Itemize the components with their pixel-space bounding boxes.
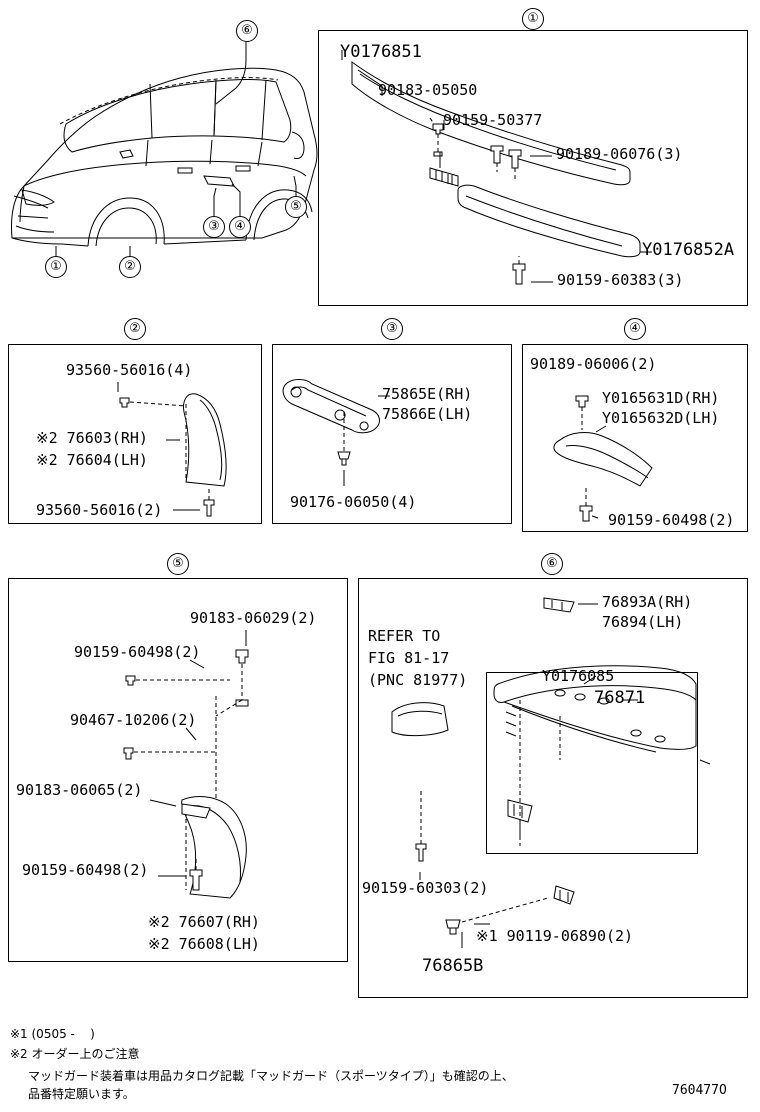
part-number-76607-RH[interactable]: ※2 76607(RH) — [148, 913, 260, 931]
callout-1-vehicle[interactable]: ① — [45, 256, 67, 278]
panel-3-box — [272, 344, 512, 524]
callout-6-vehicle[interactable]: ⑥ — [236, 20, 258, 42]
part-number-Y0176851[interactable]: Y0176851 — [340, 42, 422, 62]
part-number-90159-60303[interactable]: 90159-60303(2) — [362, 879, 489, 897]
refer-to-line-1: REFER TO — [368, 627, 441, 645]
part-number-90119-06890[interactable]: ※1 90119-06890(2) — [476, 927, 634, 945]
panel-6-inner-box — [486, 672, 698, 854]
vehicle-leader-lines — [55, 42, 297, 258]
callout-panel-5[interactable]: ⑤ — [167, 553, 189, 575]
part-number-90159-60498-top[interactable]: 90159-60498(2) — [74, 643, 201, 661]
part-number-90159-50377[interactable]: 90159-50377 — [443, 111, 543, 129]
part-number-75865E-RH[interactable]: 75865E(RH) — [382, 385, 473, 403]
part-number-Y0165632D-LH[interactable]: Y0165632D(LH) — [602, 409, 720, 427]
callout-3-vehicle[interactable]: ③ — [203, 216, 225, 238]
refer-to-line-2: FIG 81-17 — [368, 649, 450, 667]
part-number-90183-06029[interactable]: 90183-06029(2) — [190, 609, 317, 627]
callout-panel-1[interactable]: ① — [522, 8, 544, 30]
panel-6-box — [358, 578, 748, 998]
panel-4-box — [522, 344, 748, 532]
panel6-illustration — [391, 597, 711, 948]
callout-panel-2[interactable]: ② — [124, 318, 146, 340]
callout-2-vehicle[interactable]: ② — [119, 256, 141, 278]
part-number-90159-60383[interactable]: 90159-60383(3) — [557, 271, 684, 289]
panel1-illustration — [341, 50, 652, 285]
part-number-76604-LH[interactable]: ※2 76604(LH) — [36, 451, 148, 469]
part-number-93560-56016-4[interactable]: 93560-56016(4) — [66, 361, 193, 379]
part-number-Y0176085[interactable]: Y0176085 — [542, 667, 615, 685]
footnote-2: ※2 オーダー上のご注意 — [10, 1047, 140, 1061]
part-number-76608-LH[interactable]: ※2 76608(LH) — [148, 935, 260, 953]
callout-4-vehicle[interactable]: ④ — [229, 216, 251, 238]
part-number-76865B[interactable]: 76865B — [422, 956, 484, 976]
part-number-76894-LH[interactable]: 76894(LH) — [602, 613, 684, 631]
part-number-76871[interactable]: 76871 — [594, 688, 646, 708]
panel-2-box — [8, 344, 262, 524]
callout-5-vehicle[interactable]: ⑤ — [285, 196, 307, 218]
callout-panel-6[interactable]: ⑥ — [541, 553, 563, 575]
part-number-90176-06050[interactable]: 90176-06050(4) — [290, 493, 417, 511]
refer-to-line-3: (PNC 81977) — [368, 671, 468, 689]
panel5-illustration — [123, 630, 249, 899]
part-number-Y0165631D-RH[interactable]: Y0165631D(RH) — [602, 389, 720, 407]
panel4-illustration — [553, 395, 653, 522]
part-number-90183-06065[interactable]: 90183-06065(2) — [16, 781, 143, 799]
panel3-illustration — [282, 379, 390, 486]
part-number-90159-60498-p4[interactable]: 90159-60498(2) — [608, 511, 735, 529]
diagram-code: 760477O — [672, 1083, 727, 1098]
part-number-93560-56016-2[interactable]: 93560-56016(2) — [36, 501, 163, 519]
footnote-1: ※1 (0505 - ) — [10, 1027, 95, 1041]
footnote-4: 品番特定願います。 — [28, 1087, 135, 1101]
callout-panel-4[interactable]: ④ — [624, 318, 646, 340]
callout-panel-3[interactable]: ③ — [381, 318, 403, 340]
part-number-75866E-LH[interactable]: 75866E(LH) — [382, 405, 473, 423]
vehicle-illustration — [11, 67, 318, 247]
panel-5-box — [8, 578, 348, 962]
panel-1-box — [318, 30, 748, 306]
part-number-76603-RH[interactable]: ※2 76603(RH) — [36, 429, 148, 447]
part-number-90467-10206[interactable]: 90467-10206(2) — [70, 711, 197, 729]
part-number-76893A-RH[interactable]: 76893A(RH) — [602, 593, 693, 611]
part-number-90183-05050[interactable]: 90183-05050 — [378, 81, 478, 99]
part-number-90189-06006[interactable]: 90189-06006(2) — [530, 355, 657, 373]
footnote-3: マッドガード装着車は用品カタログ記載「マッドガード（スポーツタイプ）」も確認の上… — [28, 1069, 514, 1083]
part-number-90189-06076[interactable]: 90189-06076(3) — [556, 145, 683, 163]
panel2-illustration — [117, 382, 227, 517]
part-number-Y0176852A[interactable]: Y0176852A — [642, 240, 735, 260]
part-number-90159-60498-bottom[interactable]: 90159-60498(2) — [22, 861, 149, 879]
